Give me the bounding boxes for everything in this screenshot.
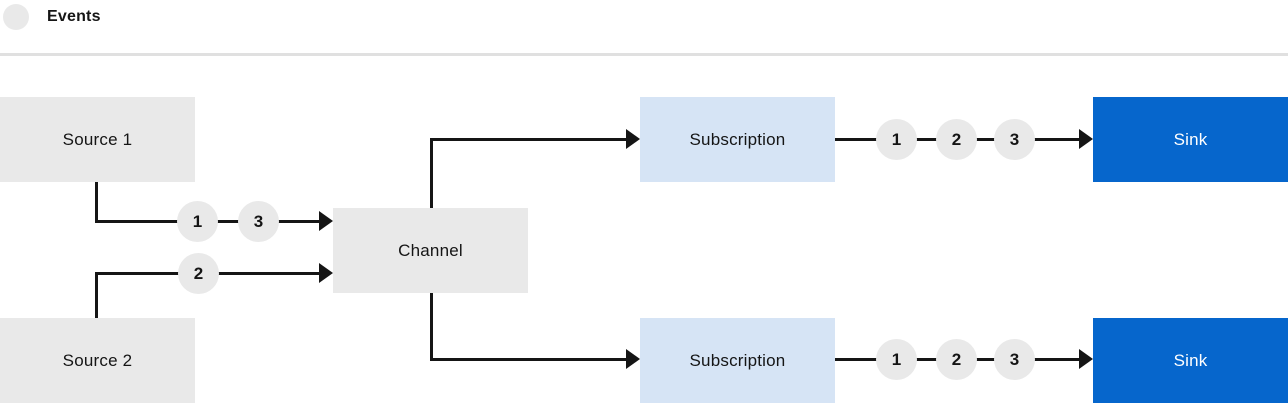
event-number: 2	[951, 349, 962, 369]
node-label: Subscription	[689, 129, 786, 149]
legend: Events	[3, 4, 101, 30]
event-number: 3	[1009, 349, 1020, 369]
event-marker: 3	[994, 119, 1035, 160]
arrowhead-icon	[1079, 349, 1093, 369]
node-source-2: Source 2	[0, 318, 195, 403]
arrowhead-icon	[319, 263, 333, 283]
event-number: 1	[192, 211, 203, 231]
node-subscription-top: Subscription	[640, 97, 835, 182]
node-label: Channel	[398, 240, 463, 260]
node-label: Sink	[1173, 129, 1208, 149]
event-marker: 2	[936, 119, 977, 160]
connector-channel-to-subscription-top	[430, 138, 626, 141]
connector-channel-up-vertical	[430, 138, 433, 208]
event-marker: 3	[994, 339, 1035, 380]
node-label: Source 1	[62, 129, 133, 149]
node-sink-bottom: Sink	[1093, 318, 1288, 403]
node-source-1: Source 1	[0, 97, 195, 182]
event-marker: 1	[876, 339, 917, 380]
event-number: 1	[891, 349, 902, 369]
node-label: Sink	[1173, 350, 1208, 370]
event-marker: 1	[177, 201, 218, 242]
connector-channel-to-subscription-bottom	[430, 358, 626, 361]
arrowhead-icon	[1079, 129, 1093, 149]
connector-source1-vertical	[95, 182, 98, 223]
event-marker: 3	[238, 201, 279, 242]
event-number: 3	[1009, 129, 1020, 149]
event-circle-icon	[3, 4, 29, 30]
event-number: 2	[951, 129, 962, 149]
event-marker: 2	[936, 339, 977, 380]
node-channel: Channel	[333, 208, 528, 293]
event-marker: 2	[178, 253, 219, 294]
event-number: 2	[193, 263, 204, 283]
node-sink-top: Sink	[1093, 97, 1288, 182]
legend-divider	[0, 53, 1288, 56]
connector-source2-vertical	[95, 273, 98, 318]
legend-label: Events	[47, 8, 101, 25]
node-label: Subscription	[689, 350, 786, 370]
event-marker: 1	[876, 119, 917, 160]
arrowhead-icon	[319, 211, 333, 231]
event-number: 1	[891, 129, 902, 149]
connector-channel-down-vertical	[430, 293, 433, 361]
event-number: 3	[253, 211, 264, 231]
arrowhead-icon	[626, 349, 640, 369]
arrowhead-icon	[626, 129, 640, 149]
node-subscription-bottom: Subscription	[640, 318, 835, 403]
node-label: Source 2	[62, 350, 133, 370]
